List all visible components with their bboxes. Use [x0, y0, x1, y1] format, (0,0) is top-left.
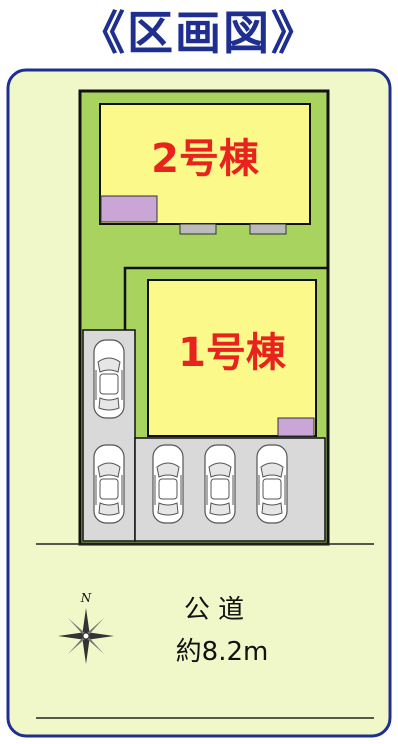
car-icon [93, 339, 125, 419]
page-title: 《区画図》 [79, 6, 319, 60]
porch-2 [100, 195, 158, 223]
road-width: 約8.2m [176, 637, 269, 667]
building-1-label: 1号棟 [178, 330, 287, 376]
north-label: N [80, 591, 92, 605]
lot-division [123, 266, 328, 330]
step-2b [249, 223, 287, 235]
compass-icon [58, 608, 114, 664]
porch-1 [277, 417, 315, 437]
road-name: 公 道 [184, 595, 244, 625]
car-icon [204, 444, 236, 524]
car-icon [256, 444, 288, 524]
step-2a [179, 223, 217, 235]
building-1 [147, 279, 317, 437]
car-icon [93, 444, 125, 524]
building-2-label: 2号棟 [151, 136, 260, 182]
car-icon [152, 444, 184, 524]
